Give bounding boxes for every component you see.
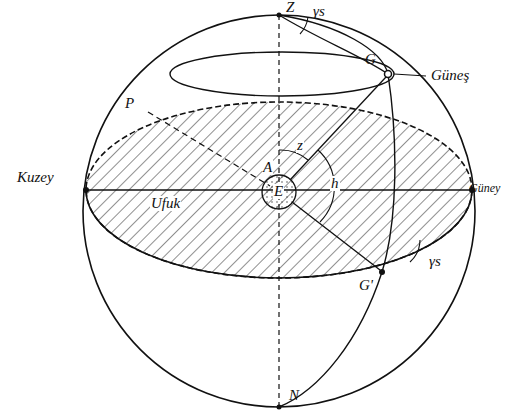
azimuth-arc (410, 240, 420, 262)
sight-line (290, 77, 386, 180)
point-label: E (273, 184, 284, 199)
direction-label: Güney (468, 182, 501, 194)
projection-line (292, 202, 380, 270)
point-label: A (262, 160, 273, 175)
point-label: G (364, 52, 377, 67)
direction-label: Kuzey (16, 170, 55, 185)
sun-point (385, 71, 392, 78)
vertical-circle (279, 15, 395, 407)
angle-label: z (296, 138, 304, 153)
point-label: G' (358, 278, 374, 293)
point-label: N (288, 388, 300, 403)
zenith-nadir-line (278, 15, 279, 407)
sun-label: Güneş (430, 68, 470, 83)
plane-label: Ufuk (150, 196, 181, 211)
angle-label: γs (428, 254, 442, 269)
polar-axis (148, 112, 270, 186)
angle-label: h (330, 176, 340, 191)
azimuth-arc (300, 17, 308, 34)
horizon-hatching (80, 95, 480, 285)
hour-arc (279, 15, 388, 74)
leader-line (394, 74, 426, 76)
earth (262, 175, 296, 209)
point-label: Z (285, 0, 295, 15)
angle-label: γs (312, 4, 326, 19)
point-label: P (124, 96, 135, 111)
